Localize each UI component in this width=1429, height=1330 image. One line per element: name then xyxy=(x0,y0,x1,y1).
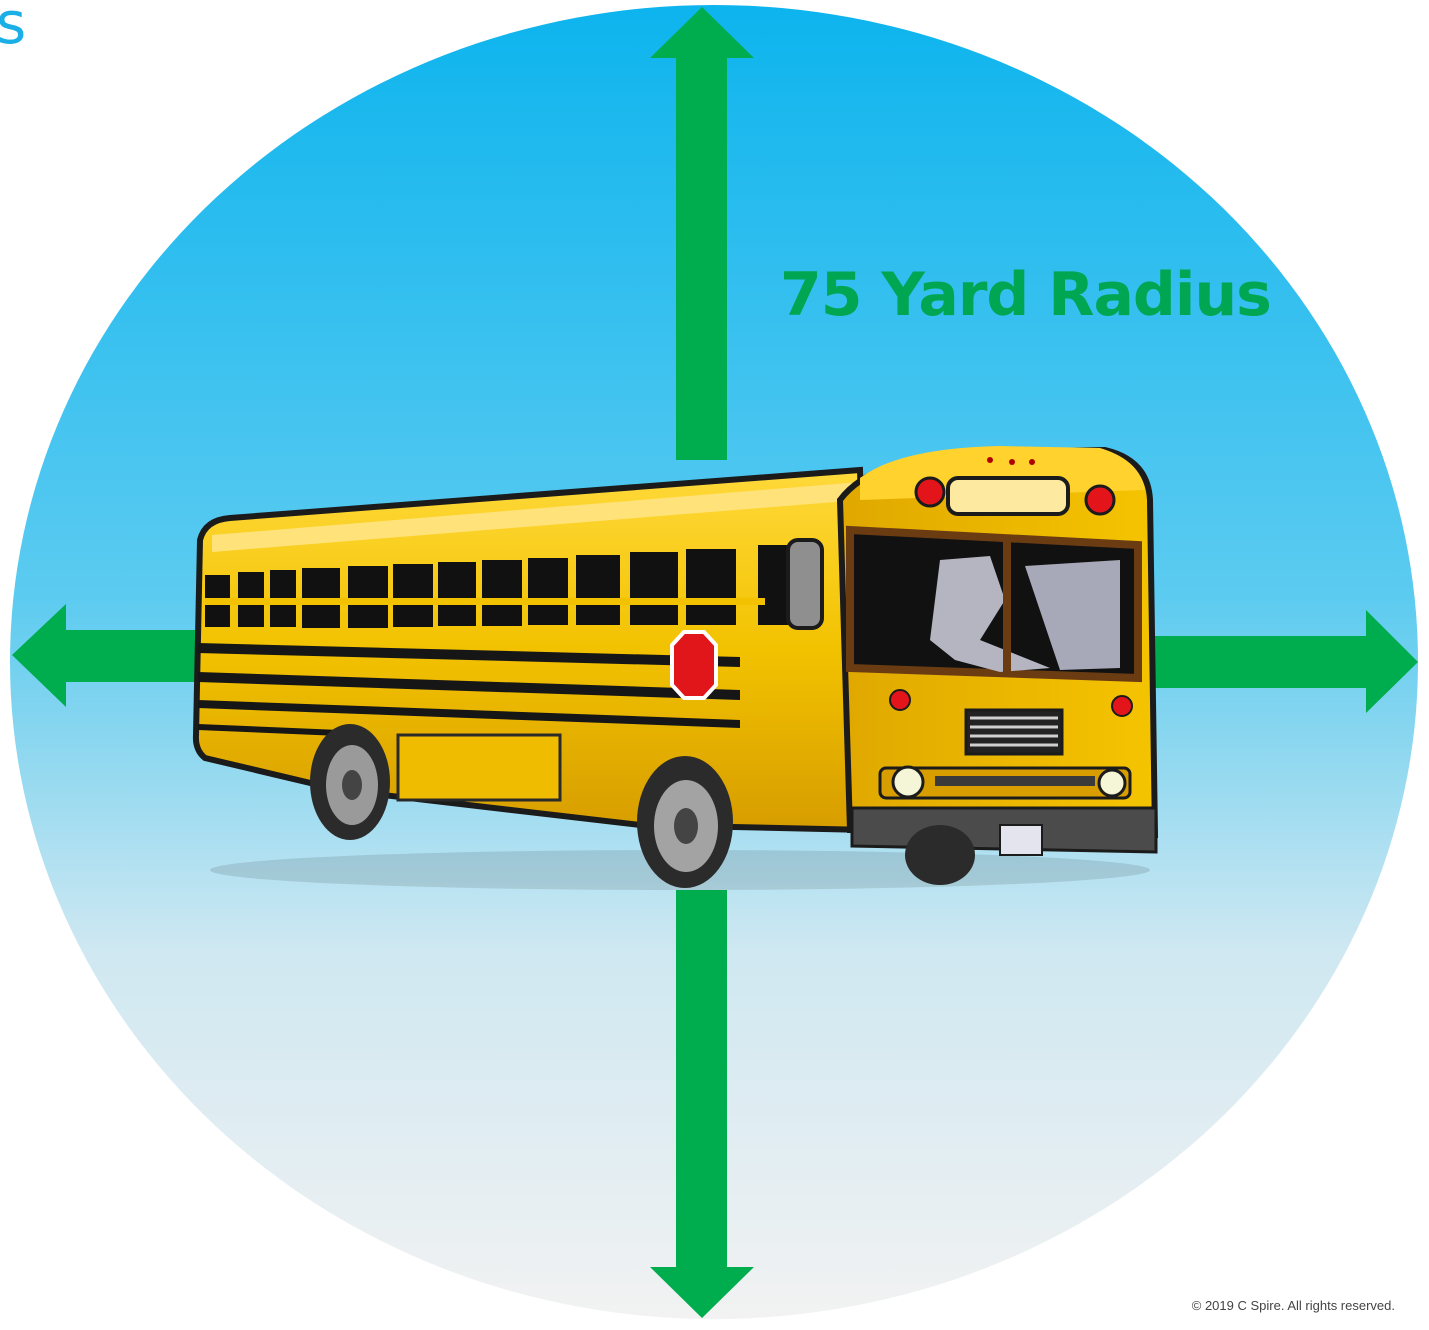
bus-rear-wheel xyxy=(310,724,390,840)
bus-far-wheel xyxy=(905,825,975,885)
slide-title-fragment: s xyxy=(0,0,26,52)
bus-front-wheel xyxy=(637,756,733,888)
copyright-notice: © 2019 C Spire. All rights reserved. xyxy=(1192,1298,1395,1313)
radius-label: 75 Yard Radius xyxy=(780,262,1271,328)
school-bus-icon xyxy=(196,446,1156,890)
